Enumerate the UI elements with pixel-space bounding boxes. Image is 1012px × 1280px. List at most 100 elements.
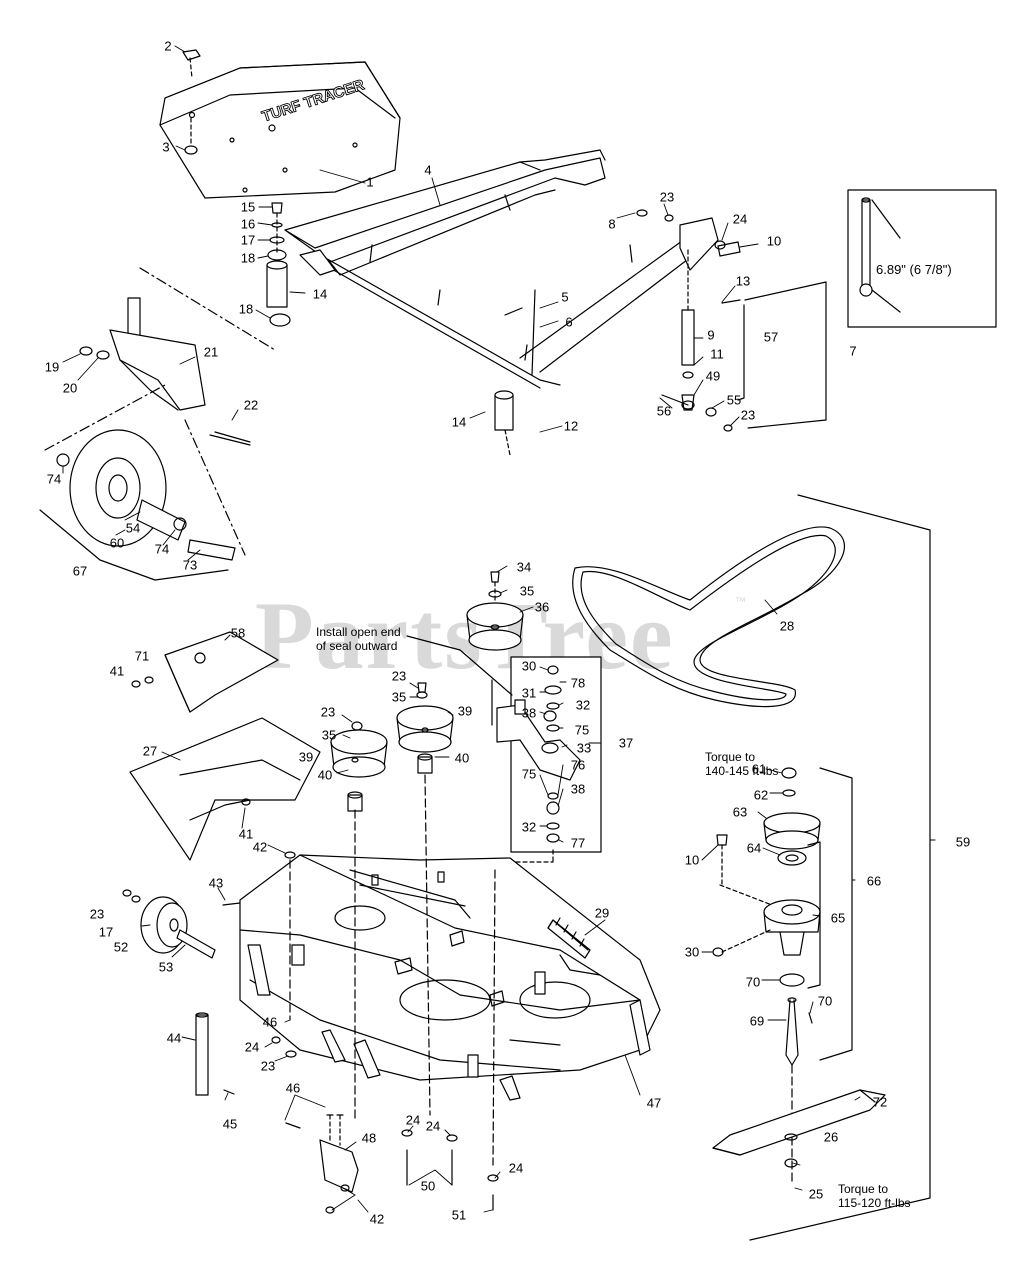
- callout-63: 63: [732, 804, 748, 820]
- callout-24-e: 24: [508, 1160, 524, 1176]
- callout-66: 66: [866, 873, 882, 889]
- callout-58: 58: [230, 625, 246, 641]
- callout-39: 39: [457, 703, 473, 719]
- callout-11: 11: [710, 346, 724, 362]
- caster-fork: [44, 267, 276, 556]
- callout-54: 54: [125, 520, 141, 536]
- inset-dimension-label: 6.89" (6 7/8"): [876, 262, 952, 277]
- callout-2: 2: [164, 38, 172, 54]
- callout-45: 45: [222, 1116, 238, 1132]
- callout-46-b: 46: [285, 1080, 301, 1096]
- deck-hanger-rod: [195, 1012, 235, 1096]
- callout-71: 71: [134, 648, 150, 664]
- callout-38-b: 38: [570, 781, 586, 797]
- callout-13: 13: [735, 273, 751, 289]
- deck-bracket: [285, 1114, 359, 1214]
- callout-24-d: 24: [425, 1118, 441, 1134]
- callout-9: 9: [707, 327, 715, 343]
- callout-74-b: 74: [154, 541, 170, 557]
- callout-23-e: 23: [89, 906, 105, 922]
- callout-44: 44: [166, 1030, 182, 1046]
- callout-32-b: 32: [521, 819, 537, 835]
- callout-57: 57: [763, 329, 779, 345]
- callout-22: 22: [243, 397, 259, 413]
- group-brackets-57-7: [737, 281, 827, 429]
- callout-69: 69: [749, 1013, 765, 1029]
- callout-76: 76: [570, 757, 586, 773]
- group-bracket-65: [807, 841, 821, 989]
- inset-detail-box: [847, 189, 997, 328]
- callout-14-b: 14: [451, 414, 467, 430]
- height-adjuster: [504, 209, 741, 456]
- callout-61: 61: [751, 761, 767, 777]
- callout-23-f: 23: [260, 1058, 276, 1074]
- callout-70: 70: [745, 974, 761, 990]
- callout-35-c: 35: [321, 727, 337, 743]
- callout-25: 25: [808, 1186, 824, 1202]
- callout-20: 20: [62, 380, 78, 396]
- callout-59: 59: [955, 834, 971, 850]
- pulley-center: [396, 682, 454, 774]
- callout-17-b: 17: [98, 924, 114, 940]
- callout-41: 41: [109, 663, 125, 679]
- callout-64: 64: [746, 840, 762, 856]
- clip-part-2: [182, 49, 201, 79]
- top-cover-plate: TURF TRACER: [159, 61, 401, 199]
- pulley-left: [330, 721, 388, 812]
- callout-24: 24: [732, 211, 748, 227]
- group-bracket-66: [819, 767, 853, 1061]
- callout-28: 28: [779, 618, 795, 634]
- callout-29: 29: [594, 905, 610, 921]
- group-bracket-67: [39, 509, 229, 581]
- callout-30-b: 30: [684, 944, 700, 960]
- callout-24-c: 24: [405, 1112, 421, 1128]
- callout-27: 27: [142, 743, 158, 759]
- torque-note-bottom: Torque to 115-120 ft-lbs: [838, 1182, 911, 1210]
- group-bracket-59: [749, 494, 931, 1241]
- caster-wheel: [56, 429, 236, 561]
- callout-67: 67: [72, 563, 88, 579]
- callout-77: 77: [570, 835, 586, 851]
- tension-spring: [547, 917, 591, 959]
- callout-42: 42: [252, 839, 268, 855]
- callout-75-b: 75: [521, 766, 537, 782]
- callout-31: 31: [521, 685, 537, 701]
- callout-4: 4: [424, 162, 432, 178]
- callout-7: 7: [849, 343, 857, 359]
- callout-1: 1: [366, 174, 374, 190]
- callout-19: 19: [44, 359, 60, 375]
- seal-note-leader: [406, 635, 513, 726]
- idler-pulley-top: [466, 571, 524, 651]
- callout-21: 21: [203, 344, 219, 360]
- callout-47: 47: [646, 1095, 662, 1111]
- callout-50: 50: [420, 1178, 436, 1194]
- callout-40-b: 40: [317, 767, 333, 783]
- callout-55: 55: [726, 392, 742, 408]
- callout-53: 53: [158, 959, 174, 975]
- callout-62: 62: [753, 787, 769, 803]
- callout-75: 75: [574, 722, 590, 738]
- anti-scalp-wheel: [122, 889, 216, 959]
- callout-10-b: 10: [684, 852, 700, 868]
- callout-42-b: 42: [369, 1211, 385, 1227]
- callout-23-c: 23: [391, 668, 407, 684]
- callout-52: 52: [113, 939, 129, 955]
- callout-72: 72: [872, 1094, 888, 1110]
- drive-belt: [572, 526, 845, 708]
- callout-60: 60: [109, 535, 125, 551]
- callout-78: 78: [570, 675, 586, 691]
- deflector-plate: [131, 631, 279, 713]
- callout-35: 35: [519, 583, 535, 599]
- deck-bolts: [222, 774, 499, 1211]
- callout-15: 15: [240, 199, 256, 215]
- callout-18: 18: [240, 250, 256, 266]
- callout-18-b: 18: [238, 301, 254, 317]
- callout-51: 51: [451, 1207, 467, 1223]
- callout-65: 65: [830, 910, 846, 926]
- callout-8: 8: [608, 216, 616, 232]
- seal-install-note: Install open end of seal outward: [316, 625, 401, 653]
- callout-74: 74: [46, 471, 62, 487]
- callout-24-b: 24: [244, 1039, 260, 1055]
- callout-46: 46: [262, 1014, 278, 1030]
